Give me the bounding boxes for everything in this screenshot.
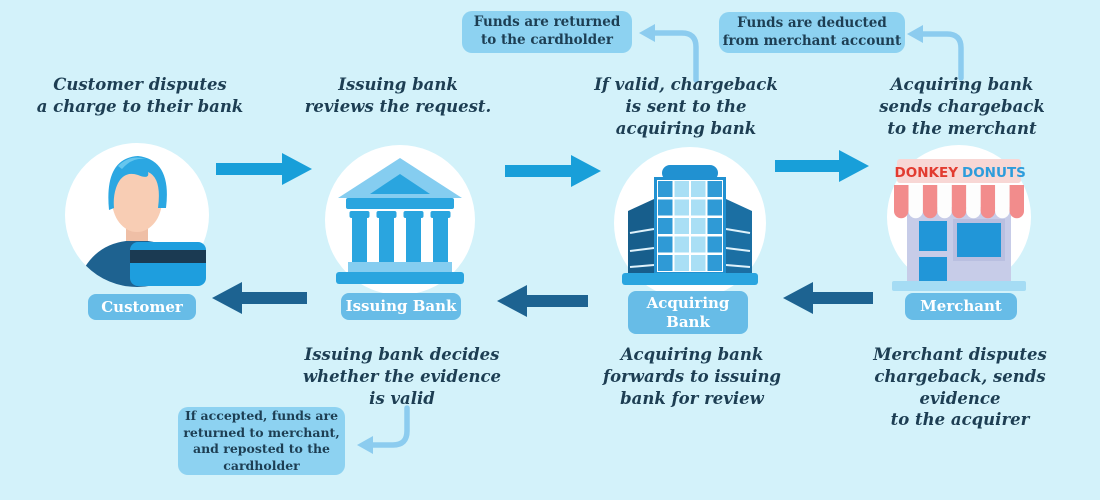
curved-arrowhead-funds-returned — [639, 24, 655, 42]
curved-arrowhead-funds-deducted — [907, 25, 923, 43]
store-base — [892, 281, 1026, 291]
step-acquirer-sends: Acquiring bank sends chargeback to the m… — [879, 75, 1045, 138]
office-left-wing — [628, 199, 654, 273]
return-arrow-3 — [783, 282, 873, 314]
acquiring-bank-icon — [614, 147, 766, 299]
forward-arrow-2 — [505, 155, 601, 187]
callout-funds-returned: Funds are returned to the cardholder — [462, 11, 632, 53]
office-right-wing-lines — [725, 228, 751, 268]
store-sign-word2: DONUTS — [962, 165, 1026, 181]
issuing-bank-label: Issuing Bank — [341, 293, 461, 320]
step-customer-dispute: Customer disputes a charge to their bank — [36, 75, 244, 116]
curved-arrow-if-accepted — [370, 405, 410, 448]
acquiring-bank-label: Acquiring Bank — [628, 291, 748, 334]
office-left-wing-lines — [629, 228, 655, 268]
callout-if-accepted-text: If accepted, funds are returned to merch… — [183, 408, 340, 473]
bank-entablature — [346, 198, 454, 209]
customer-label: Customer — [88, 294, 196, 320]
curved-arrow-funds-deducted — [920, 31, 964, 81]
store-sign-word1: DONKEY — [895, 165, 959, 181]
step-acquirer-forwards: Acquiring bank forwards to issuing bank … — [603, 345, 781, 408]
curved-arrowhead-if-accepted — [357, 436, 373, 454]
store-sign — [897, 159, 1021, 183]
step-merchant-disputes: Merchant disputes chargeback, sends evid… — [873, 345, 1047, 430]
step-chargeback-sent: If valid, chargeback is sent to the acqu… — [594, 75, 778, 138]
bank-step-upper — [348, 262, 452, 272]
customer-hair — [108, 156, 167, 210]
return-arrow-2 — [497, 285, 588, 317]
customer-hair-highlight — [118, 157, 146, 169]
office-base — [622, 273, 758, 285]
customer-face — [112, 168, 162, 232]
merchant-storefront-icon: DONKEY DONUTS — [887, 145, 1031, 291]
curved-arrow-funds-returned — [652, 30, 699, 83]
callout-if-accepted: If accepted, funds are returned to merch… — [178, 407, 345, 475]
step-issuing-decides: Issuing bank decides whether the evidenc… — [302, 345, 502, 408]
forward-arrow-3 — [775, 150, 869, 182]
bank-step-lower — [336, 272, 464, 284]
callout-funds-deducted-text: Funds are deducted from merchant account — [722, 14, 902, 49]
callout-funds-deducted: Funds are deducted from merchant account — [719, 12, 905, 53]
customer-icon — [65, 143, 209, 287]
return-arrow-1 — [212, 282, 307, 314]
forward-arrow-1 — [216, 153, 312, 185]
bank-roof-inner — [370, 174, 430, 194]
bank-columns — [349, 211, 451, 262]
merchant-label: Merchant — [905, 293, 1017, 320]
store-window — [957, 223, 1001, 257]
callout-funds-returned-text: Funds are returned to the cardholder — [473, 14, 621, 48]
office-windows — [658, 181, 722, 271]
issuing-bank-icon — [325, 145, 475, 295]
credit-card-icon — [130, 242, 206, 286]
office-right-wing — [726, 199, 752, 273]
store-awning — [894, 185, 1024, 219]
step-issuing-reviews: Issuing bank reviews the request. — [304, 75, 492, 116]
